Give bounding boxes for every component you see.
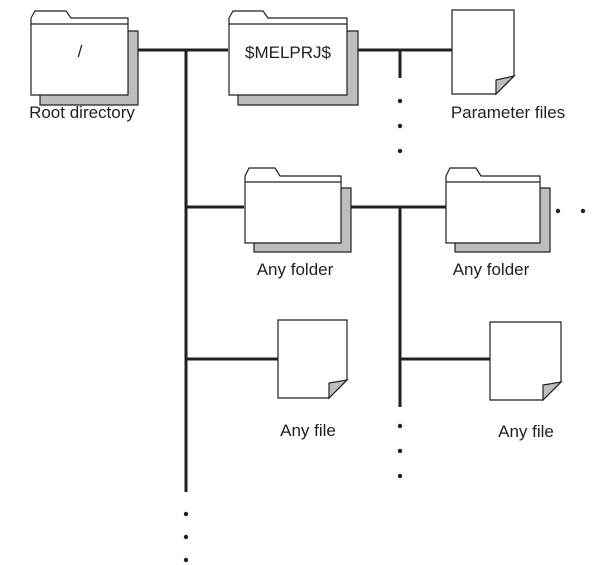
- melprj-folder-label: $MELPRJ$: [245, 43, 332, 62]
- ellipsis-dot: [183, 534, 189, 540]
- ellipsis-dot: [397, 473, 403, 479]
- melprj-folder-node: $MELPRJ$: [228, 10, 359, 106]
- parameter-files-caption: Parameter files: [451, 103, 565, 122]
- any-file-b-node: Any file: [489, 321, 563, 441]
- root-directory-node: / Root directory: [29, 10, 139, 122]
- root-directory-caption: Root directory: [29, 103, 135, 122]
- ellipsis-dot: [555, 208, 561, 214]
- folder-b-icon: [445, 167, 551, 253]
- any-folder-b-node: Any folder: [445, 167, 551, 279]
- any-file-a-node: Any file: [277, 319, 349, 440]
- folder-b-caption: Any folder: [453, 260, 530, 279]
- file-corner-fold: [495, 74, 516, 96]
- file-a-caption: Any file: [280, 421, 336, 440]
- any-folder-a-node: Any folder: [244, 167, 352, 279]
- connector-lines: [138, 48, 490, 492]
- ellipsis-dot: [183, 557, 189, 563]
- ellipsis-dot: [183, 511, 189, 517]
- folder-a-icon: [244, 167, 352, 253]
- ellipsis-dot: [580, 208, 586, 214]
- root-folder-label: /: [78, 42, 83, 61]
- ellipsis-dot: [397, 423, 403, 429]
- root-folder-icon: [30, 10, 139, 106]
- file-b-caption: Any file: [498, 422, 554, 441]
- ellipsis-dot: [397, 148, 403, 154]
- ellipsis-dot: [397, 98, 403, 104]
- parameter-files-node: Parameter files: [451, 9, 565, 122]
- file-corner-fold: [328, 379, 349, 400]
- ellipsis-dot: [397, 123, 403, 129]
- ellipsis-dot: [397, 448, 403, 454]
- continuation-dots: [183, 98, 586, 563]
- folder-a-caption: Any folder: [257, 260, 334, 279]
- file-corner-fold: [542, 381, 563, 402]
- melprj-folder-icon: [228, 10, 359, 106]
